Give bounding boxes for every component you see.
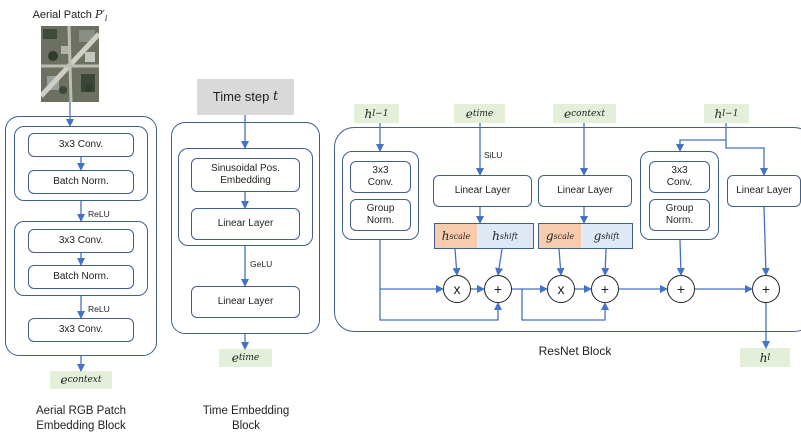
aerial-norm2-box: Batch Norm.: [28, 265, 134, 289]
resnet-conv-b-box: 3x3 Conv.: [649, 161, 710, 193]
op-multiply-1: x: [443, 275, 471, 303]
aerial-norm1-box: Batch Norm.: [28, 170, 134, 194]
aerial-relu-label-1: ReLU: [88, 209, 110, 219]
arrow-normA-to-mul1: [379, 240, 444, 293]
aerial-relu-label-2: ReLU: [88, 304, 110, 314]
arrow-residual-add1: [379, 289, 502, 321]
aerial-image-graphic: [41, 26, 99, 102]
aerial-patch-title: Aerial Patch P′i: [32, 8, 108, 24]
op-add-1: +: [484, 275, 512, 303]
aerial-image: [41, 26, 99, 102]
aerial-conv3-box: 3x3 Conv.: [28, 318, 134, 342]
time-linear-box-2: Linear Layer: [191, 286, 300, 318]
time-step-input: Time step t: [197, 79, 294, 115]
resnet-outer: [334, 127, 801, 332]
aerial-embedding-outer: [5, 116, 157, 356]
resnet-block-caption: ResNet Block: [538, 344, 612, 358]
resnet-norm-b-box: Group Norm.: [649, 199, 710, 231]
aerial-conv2-box: 3x3 Conv.: [28, 229, 134, 253]
time-gelu-label: GeLU: [250, 259, 273, 269]
arrow-h-skip-to-conv: [676, 139, 726, 152]
time-block-caption: Time Embedding Block: [202, 405, 290, 432]
arrow-hshift-add: [495, 248, 504, 276]
sinusoidal-embedding-box: Sinusoidal Pos.Embedding: [191, 158, 300, 192]
silu-label: SiLU: [484, 150, 503, 160]
arrow-linear-skip-add4: [761, 206, 770, 276]
aerial-block-caption: Aerial RGB Patch Embedding Block: [35, 405, 127, 432]
resnet-conv-a-box: 3x3 Conv.: [350, 161, 411, 193]
arrow-hscale-mul: [452, 248, 461, 276]
resnet-norm-a-box: Group Norm.: [350, 199, 411, 231]
time-linear-box-1: Linear Layer: [191, 208, 300, 240]
arrow-gscale-mul: [556, 248, 565, 276]
arrow-normB-add3: [676, 239, 685, 276]
arrow-h-skip-to-linear: [725, 140, 768, 176]
aerial-conv1-box: 3x3 Conv.: [28, 133, 134, 157]
op-multiply-2: x: [547, 275, 575, 303]
arrow-residual-add2: [521, 289, 609, 321]
arrow-gshift-add: [601, 248, 610, 276]
